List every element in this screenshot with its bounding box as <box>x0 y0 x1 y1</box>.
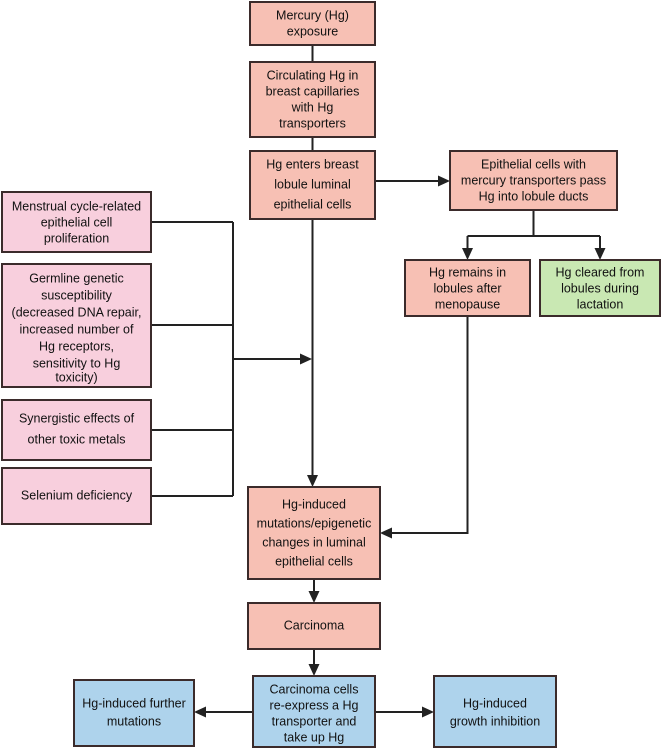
node-label-line: Hg remains in <box>429 265 506 279</box>
node-box <box>449 150 618 211</box>
node-box <box>1 399 152 461</box>
node-label-line: (decreased DNA repair, <box>12 305 142 319</box>
arrowhead-transporters-to-cleared <box>594 248 606 260</box>
node-label-line: mercury transporters pass <box>461 173 606 187</box>
node-label-line: Carcinoma <box>284 618 344 632</box>
node-label-line: lobules during <box>561 281 639 295</box>
node-label-line: other toxic metals <box>28 432 126 446</box>
node-label-line: Hg enters breast <box>266 157 359 171</box>
node-label-line: exposure <box>287 24 338 38</box>
node-label-line: menopause <box>435 297 500 311</box>
node-label-line: epithelial cell <box>41 215 113 229</box>
edge-transporters-split <box>466 210 601 252</box>
node-epithelial-transporters[interactable]: Epithelial cells with mercury transporte… <box>449 150 618 211</box>
node-mercury-exposure[interactable]: Mercury (Hg) exposure <box>249 1 376 46</box>
node-label-line: transporters <box>279 116 346 130</box>
node-label-line: Synergistic effects of <box>19 411 135 425</box>
node-box <box>1 467 152 525</box>
node-label-line: increased number of <box>20 322 134 336</box>
node-label-line: Hg cleared from <box>556 265 645 279</box>
node-label-line: changes in luminal <box>262 535 366 549</box>
node-box <box>249 61 376 138</box>
node-label-line: lobule luminal <box>274 177 350 191</box>
edge-layer <box>151 45 606 718</box>
node-label-line: proliferation <box>44 231 109 245</box>
node-hg-induced-growth-inhibition[interactable]: Hg-induced growth inhibition <box>433 675 557 748</box>
node-circulating-hg[interactable]: Circulating Hg in breast capillaries wit… <box>249 61 376 138</box>
node-box <box>1 191 152 253</box>
arrowhead-reexpress-to-growth-inhibition <box>422 706 434 718</box>
node-germline-susceptibility[interactable]: Germline genetic susceptibility (decreas… <box>1 263 152 388</box>
node-label-line: mutations <box>107 714 161 728</box>
node-label-line: breast capillaries <box>266 84 360 98</box>
node-hg-induced-mutations[interactable]: Hg-induced mutations/epigenetic changes … <box>247 486 381 580</box>
node-label-line: Hg-induced <box>282 497 346 511</box>
node-box <box>1 263 152 388</box>
node-label-line: with Hg <box>291 100 334 114</box>
node-label-line: Hg into lobule ducts <box>479 189 589 203</box>
arrowhead-transporters-to-remains <box>462 248 473 260</box>
arrowhead-carcinoma-to-reexpress <box>308 664 320 676</box>
node-hg-cleared-lactation[interactable]: Hg cleared from lobules during lactation <box>539 259 661 317</box>
node-box <box>247 486 381 580</box>
node-label-line: Selenium deficiency <box>21 488 133 502</box>
node-carcinoma-cells-reexpress[interactable]: Carcinoma cells re-express a Hg transpor… <box>252 675 376 748</box>
node-hg-enters-lobule[interactable]: Hg enters breast lobule luminal epitheli… <box>249 150 376 220</box>
node-box <box>433 675 557 748</box>
edge-remains-to-mutations <box>388 316 469 534</box>
node-label-line: re-express a Hg <box>270 698 359 712</box>
node-label-line: growth inhibition <box>450 714 540 728</box>
node-label-line: Hg receptors, <box>39 339 114 353</box>
node-label-line: Carcinoma cells <box>270 682 359 696</box>
node-label-line: Hg-induced <box>463 696 527 710</box>
node-box <box>404 259 531 317</box>
node-label-line: lactation <box>577 297 624 311</box>
arrowhead-remains-to-mutations <box>380 527 392 539</box>
node-label-line: take up Hg <box>284 730 345 744</box>
node-carcinoma[interactable]: Carcinoma <box>247 602 381 650</box>
arrowhead-enters-to-transporters <box>438 175 450 187</box>
node-hg-induced-further-mutations[interactable]: Hg-induced further mutations <box>73 679 195 747</box>
node-label-line: epithelial cells <box>274 197 352 211</box>
node-box <box>249 150 376 220</box>
node-label-line: toxicity) <box>55 370 97 384</box>
node-label-line: Hg-induced further <box>82 696 186 710</box>
node-label-line: Circulating Hg in <box>267 68 359 82</box>
node-label-line: sensitivity to Hg <box>33 356 121 370</box>
node-label-line: transporter and <box>272 714 357 728</box>
node-box <box>247 602 381 650</box>
arrowhead-enters-to-mutations <box>307 475 318 487</box>
node-label-line: mutations/epigenetic <box>257 516 372 530</box>
arrowhead-riskfactors-to-trunk <box>300 353 312 365</box>
node-box <box>539 259 661 317</box>
node-box <box>252 675 376 748</box>
node-label-line: Germline genetic <box>29 271 124 285</box>
edge-riskfactors-bus <box>151 221 304 497</box>
node-box <box>249 1 376 46</box>
node-hg-remains-menopause[interactable]: Hg remains in lobules after menopause <box>404 259 531 317</box>
node-label-line: susceptibility <box>41 288 113 302</box>
arrowhead-reexpress-to-further-mutations <box>194 706 206 718</box>
node-label-line: Menstrual cycle-related <box>12 199 141 213</box>
node-menstrual-cycle[interactable]: Menstrual cycle-related epithelial cell … <box>1 191 152 253</box>
node-label-line: Mercury (Hg) <box>276 8 349 22</box>
arrowhead-mutations-to-carcinoma <box>308 591 320 603</box>
node-synergistic-metals[interactable]: Synergistic effects of other toxic metal… <box>1 399 152 461</box>
node-box <box>73 679 195 747</box>
node-label-line: Epithelial cells with <box>481 157 586 171</box>
node-label-line: epithelial cells <box>275 554 353 568</box>
node-selenium-deficiency[interactable]: Selenium deficiency <box>1 467 152 525</box>
node-label-line: lobules after <box>433 281 501 295</box>
